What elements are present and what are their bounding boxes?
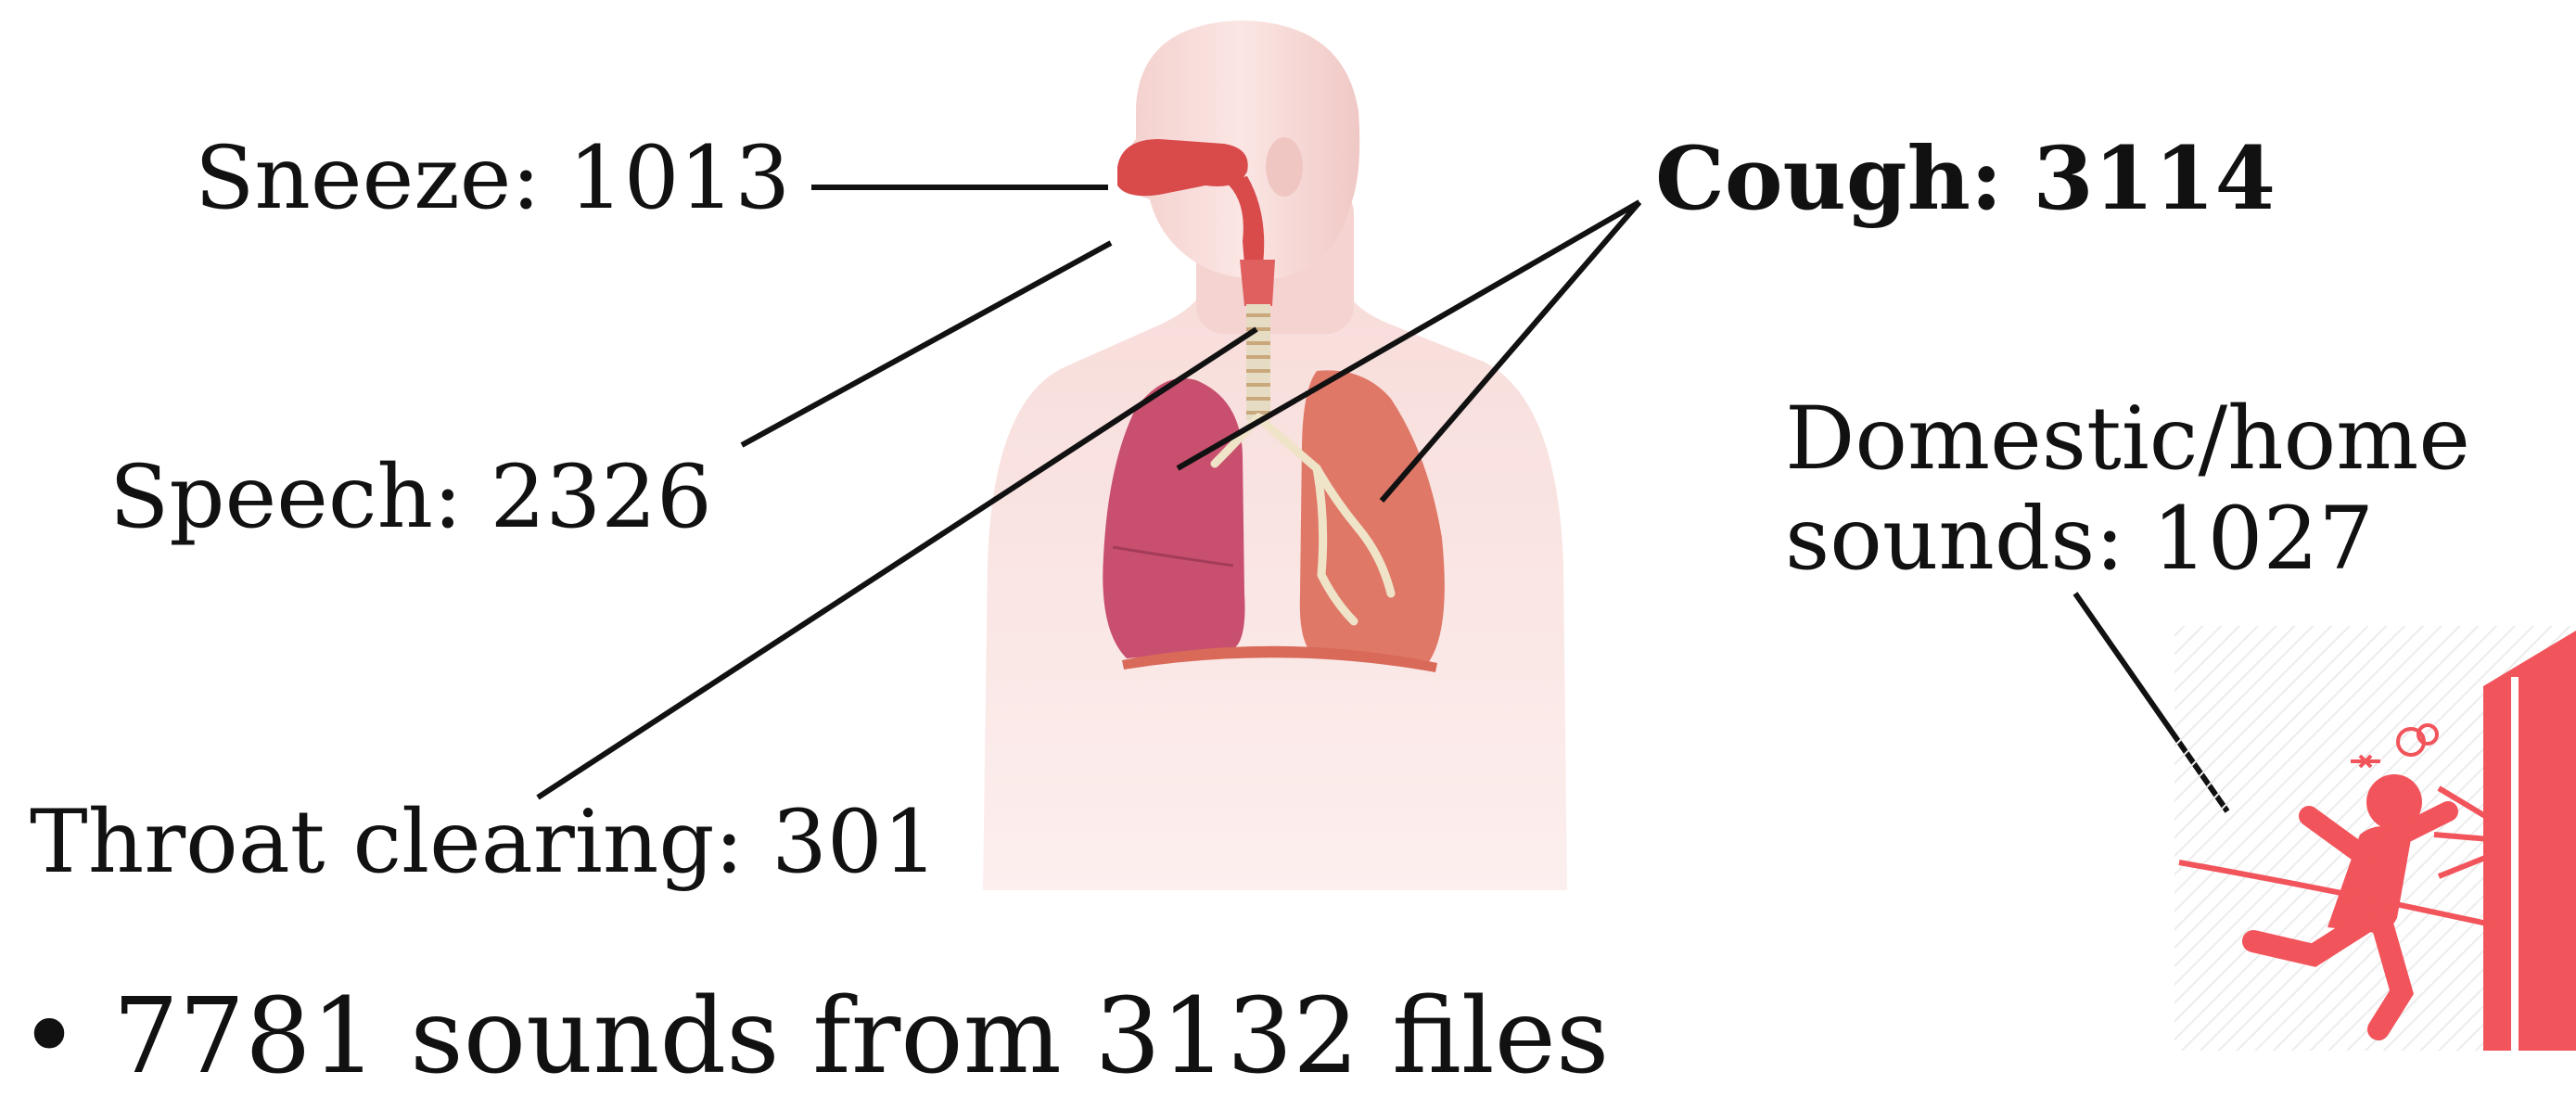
- anatomy-illustration: [983, 20, 1567, 890]
- bullet-marker: •: [19, 976, 80, 1097]
- ear: [1266, 137, 1303, 197]
- speech-label: Speech: 2326: [109, 454, 712, 542]
- bullet-text: 7781 sounds from 3132 files: [113, 976, 1610, 1097]
- cough-label: Cough: 3114: [1655, 135, 2276, 223]
- sneeze-label: Sneeze: 1013: [195, 135, 790, 223]
- larynx: [1240, 260, 1275, 306]
- summary-bullet: • 7781 sounds from 3132 files: [19, 985, 1609, 1089]
- domestic-label-line1: Domestic/home: [1785, 396, 2470, 483]
- person-slamming-door-icon: [2174, 626, 2576, 1051]
- throat-clearing-label: Throat clearing: 301: [30, 799, 938, 887]
- domestic-label-line2: sounds: 1027: [1785, 496, 2374, 583]
- trachea: [1246, 304, 1270, 420]
